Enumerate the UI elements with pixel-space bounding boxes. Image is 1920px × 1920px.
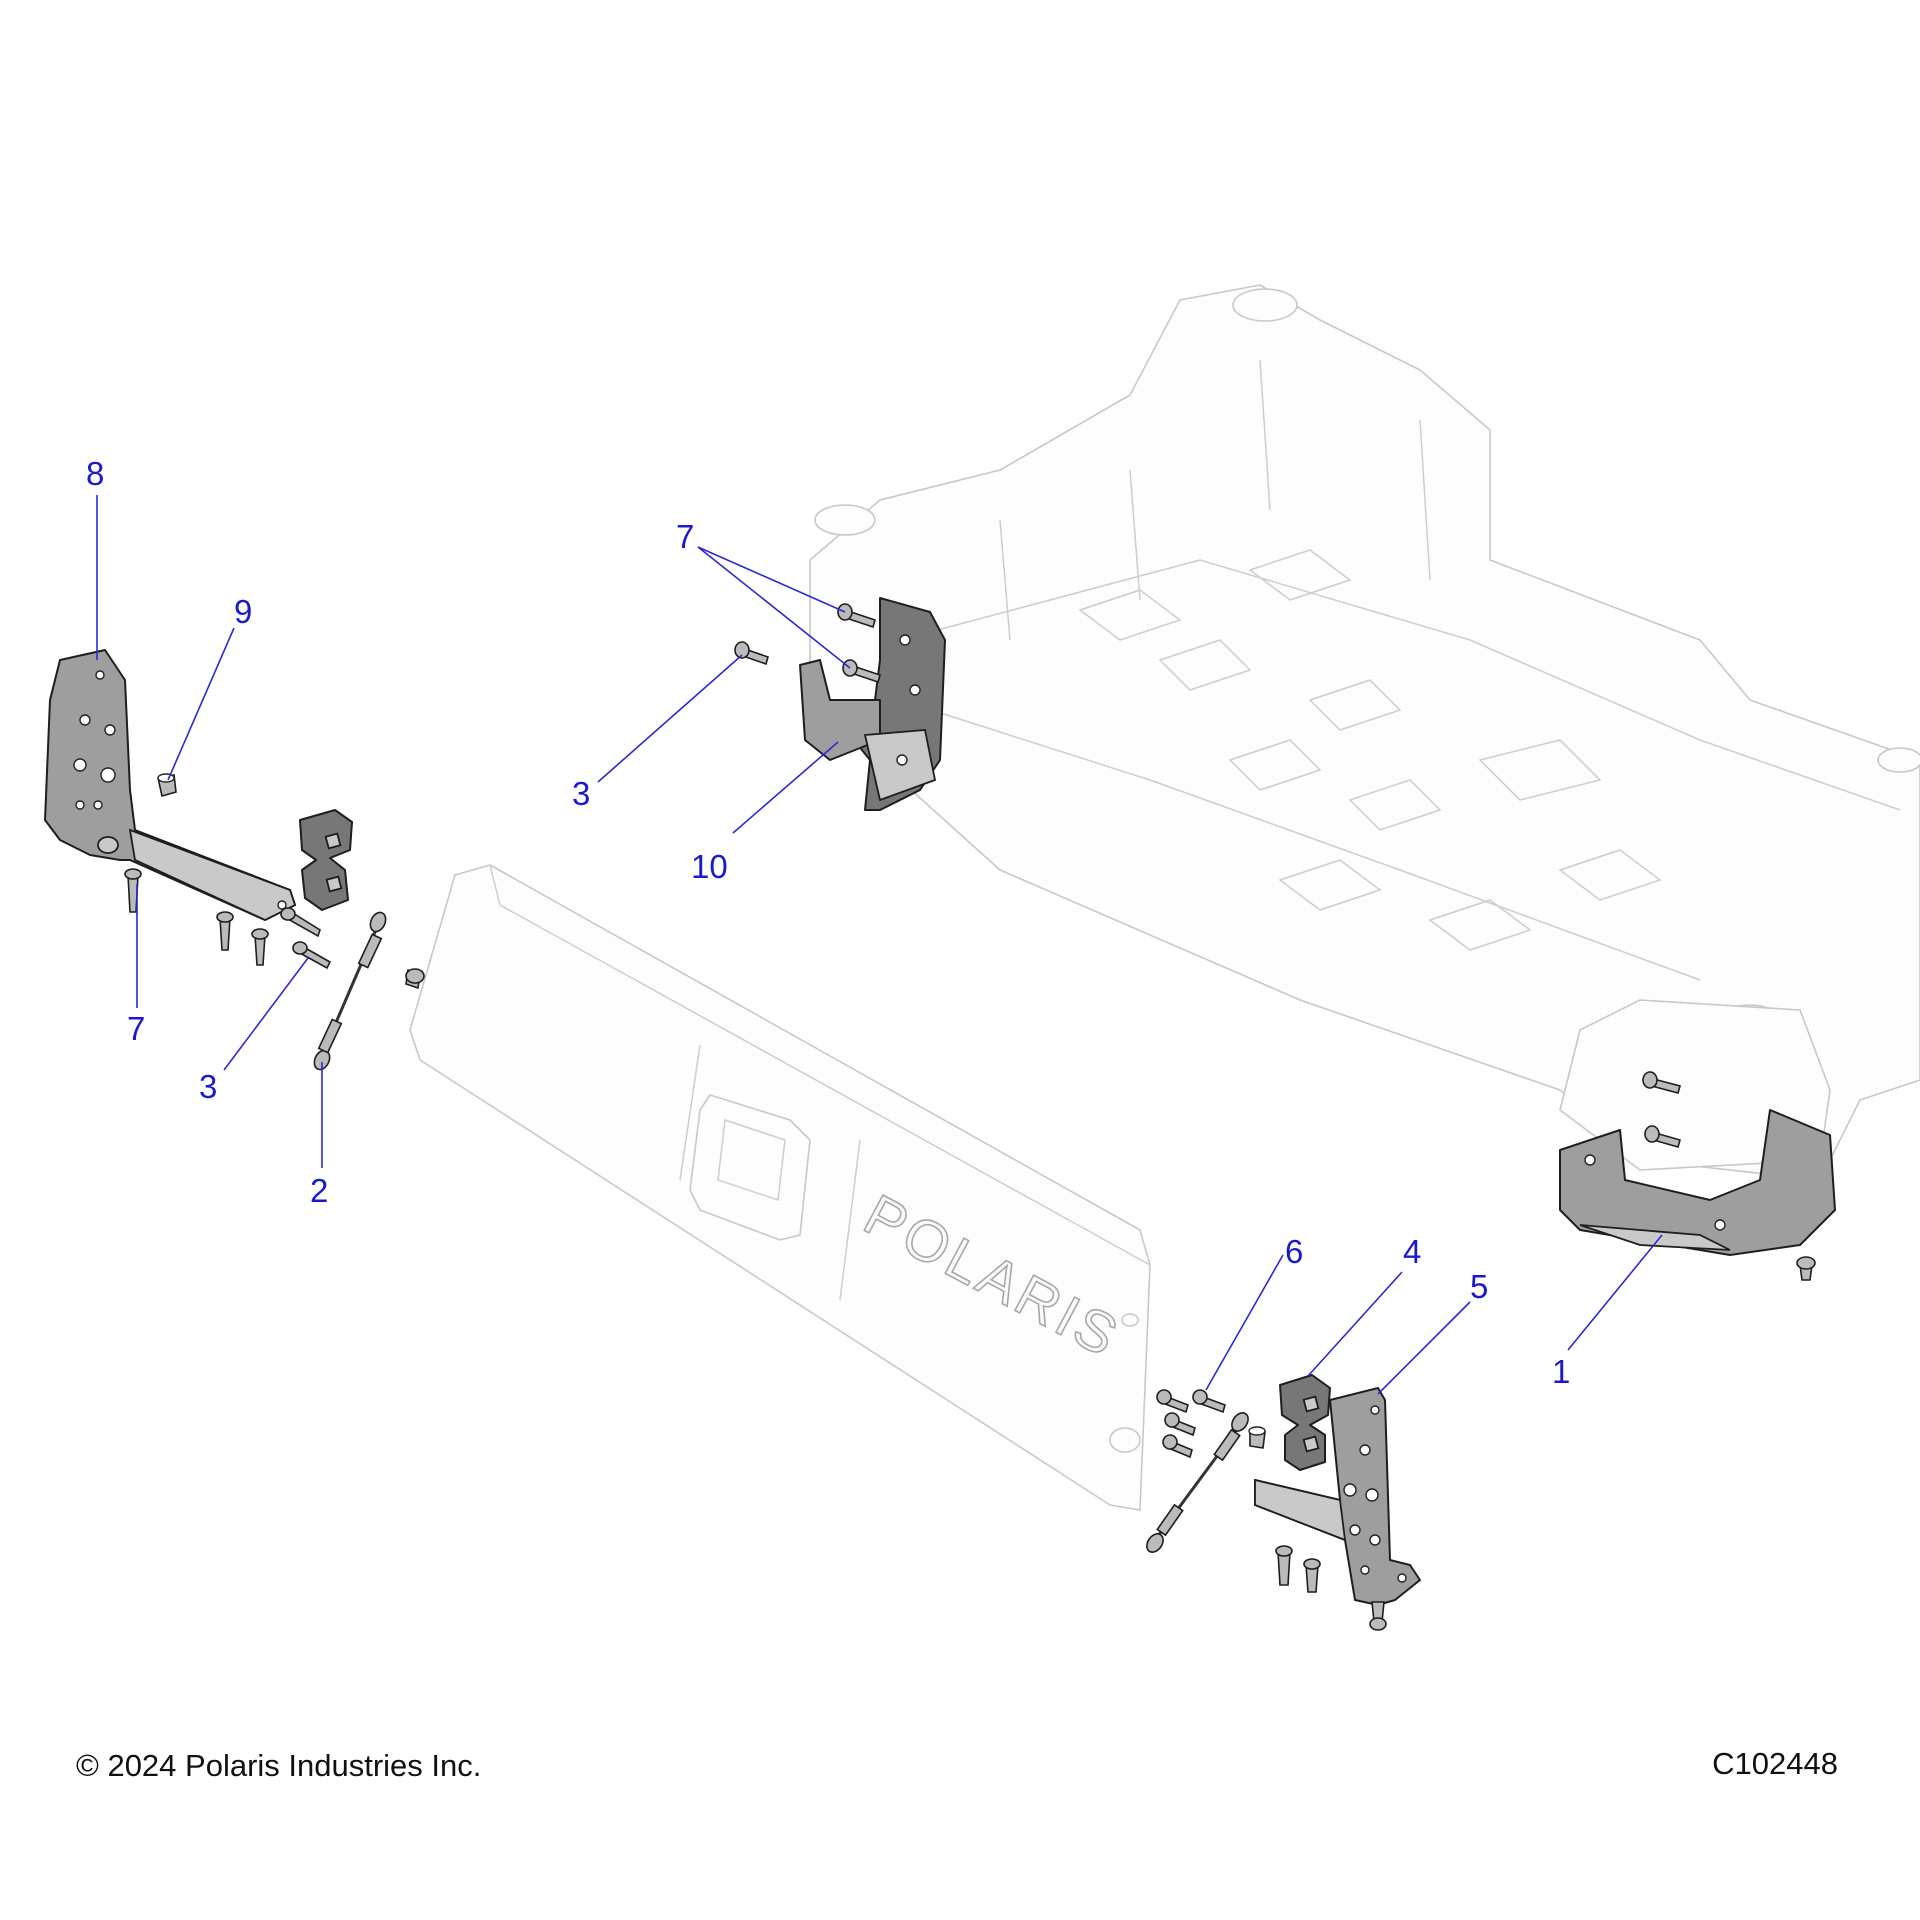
callout-4: 4 bbox=[1403, 1233, 1421, 1270]
right-tailgate-bracket bbox=[1254, 1387, 1421, 1606]
callout-3-left: 3 bbox=[199, 1068, 217, 1105]
callout-6: 6 bbox=[1285, 1233, 1303, 1270]
left-support-cable bbox=[313, 911, 387, 1071]
callout-8: 8 bbox=[86, 455, 104, 492]
drawing-number: C102448 bbox=[1712, 1746, 1838, 1781]
right-bolts bbox=[1156, 1389, 1387, 1631]
callout-labels: 1 2 3 3 4 5 6 7 7 8 9 10 bbox=[86, 455, 1570, 1390]
right-latch bbox=[1279, 1374, 1331, 1471]
tailgate-ghost: POLARIS bbox=[409, 864, 1151, 1511]
callout-10: 10 bbox=[691, 848, 728, 885]
right-support-cable bbox=[1146, 1412, 1249, 1553]
copyright-notice: © 2024 Polaris Industries Inc. bbox=[76, 1748, 482, 1783]
right-box-bolts bbox=[1642, 1071, 1816, 1281]
left-bolts bbox=[124, 868, 425, 990]
callout-7-upper: 7 bbox=[676, 518, 694, 555]
callout-1: 1 bbox=[1552, 1353, 1570, 1390]
leader-lines bbox=[96, 495, 1663, 1395]
callout-2: 2 bbox=[310, 1172, 328, 1209]
right-mount-bracket bbox=[1559, 1109, 1836, 1256]
callout-9: 9 bbox=[234, 593, 252, 630]
callout-3-upper: 3 bbox=[572, 775, 590, 812]
left-latch bbox=[299, 809, 353, 911]
callout-7-left: 7 bbox=[127, 1010, 145, 1047]
left-mount-bracket bbox=[799, 597, 946, 811]
callout-5: 5 bbox=[1470, 1268, 1488, 1305]
cargo-box-ghost bbox=[809, 284, 1920, 1181]
left-tailgate-bracket bbox=[44, 649, 297, 921]
spacer-bushing bbox=[157, 773, 177, 798]
